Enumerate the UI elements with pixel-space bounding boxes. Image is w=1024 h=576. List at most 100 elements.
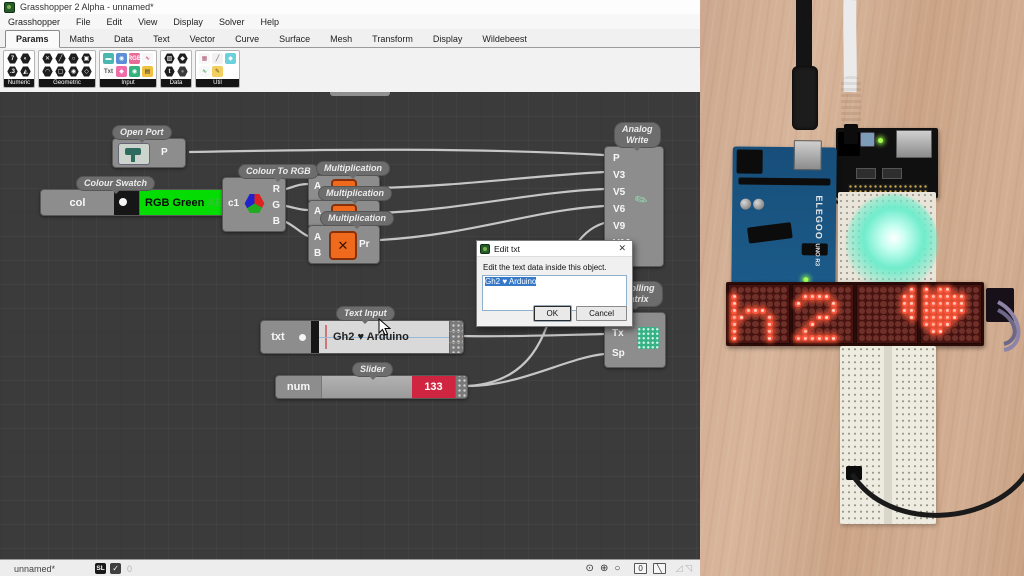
gradient-input-icon[interactable]: ▤ — [142, 66, 153, 77]
c1-input[interactable]: c1 — [228, 198, 240, 209]
vector-param-icon[interactable]: ╱ — [55, 53, 66, 64]
text-input-node[interactable]: txt Gh2 ♥ Arduino — [260, 320, 464, 354]
mult2-input-a[interactable]: A — [314, 206, 322, 217]
mesh-param-icon[interactable]: ◇ — [81, 66, 92, 77]
slider-input-icon[interactable]: ▬ — [103, 53, 114, 64]
number-param-icon[interactable]: ◐ — [20, 53, 31, 64]
tx-input[interactable]: Tx — [612, 328, 624, 339]
knob-input-icon[interactable]: ◉ — [129, 66, 140, 77]
tab-data[interactable]: Data — [114, 34, 134, 44]
window-title: Grasshopper 2 Alpha - unnamed* — [20, 2, 154, 12]
tab-vector[interactable]: Vector — [189, 34, 216, 44]
dialog-title-bar[interactable]: Edit txt ✕ — [477, 241, 632, 257]
tab-mesh[interactable]: Mesh — [330, 34, 353, 44]
b-output[interactable]: B — [272, 216, 280, 227]
menu-help[interactable]: Help — [260, 16, 279, 27]
colour-swatch-icon[interactable]: RGB — [128, 53, 141, 64]
preview-wire-icon[interactable]: ⊕ — [599, 562, 609, 574]
analog-port-v9[interactable]: V9 — [613, 221, 626, 232]
tab-surface[interactable]: Surface — [279, 34, 311, 44]
menu-view[interactable]: View — [138, 16, 158, 27]
preview-shaded-icon[interactable]: ○ — [614, 562, 621, 574]
wing-data-icon[interactable]: ◆ — [177, 53, 188, 64]
pencil-icon: ✎ — [631, 189, 652, 211]
circle-param-icon[interactable]: ○ — [68, 53, 79, 64]
led-matrix-module-3 — [856, 284, 918, 344]
tab-transform[interactable]: Transform — [372, 34, 413, 44]
sp-input[interactable]: Sp — [612, 348, 625, 359]
box-param-icon[interactable]: ▢ — [55, 66, 66, 77]
pen-util-icon[interactable]: ╱ — [212, 53, 223, 64]
menu-solver[interactable]: Solver — [218, 16, 245, 27]
slider-grip[interactable] — [455, 376, 467, 398]
hatch-data-icon[interactable]: ▨ — [164, 53, 175, 64]
preview-eye-icon[interactable]: ⊙ — [585, 562, 594, 574]
open-port-node[interactable]: P — [112, 138, 186, 168]
solver-badge[interactable]: SL — [95, 563, 107, 574]
multiplication-node-3[interactable]: A B ✕ Pr — [308, 225, 380, 264]
curve-param-icon[interactable]: ◠ — [42, 66, 53, 77]
mult3-input-b[interactable]: B — [314, 248, 322, 259]
solver-enabled-checkbox[interactable]: ✓ — [110, 563, 122, 574]
gem-input-icon[interactable]: ◆ — [116, 66, 127, 77]
num-param-name[interactable]: num — [286, 381, 311, 393]
mult3-input-a[interactable]: A — [314, 232, 322, 243]
angle-param-icon[interactable]: ◭ — [20, 66, 31, 77]
open-port-label: Open Port — [112, 125, 172, 143]
draw-mode-icon[interactable]: ╲ — [652, 563, 666, 574]
canvas-panel-handle[interactable] — [330, 92, 390, 96]
ok-button[interactable]: OK — [533, 306, 572, 321]
g-output[interactable]: G — [272, 200, 280, 211]
r-output[interactable]: R — [272, 184, 280, 195]
open-port-output[interactable]: P — [161, 147, 168, 158]
node-canvas[interactable]: Open Port P Colour Swatch col RGB Green … — [0, 92, 700, 559]
colour-gem-icon — [244, 194, 265, 213]
rectangle-param-icon[interactable]: ▣ — [81, 53, 92, 64]
graph-util-icon[interactable]: ∿ — [199, 66, 210, 77]
menu-display[interactable]: Display — [173, 16, 203, 27]
tab-curve[interactable]: Curve — [235, 34, 260, 44]
dialog-app-icon — [480, 243, 490, 254]
menu-grasshopper[interactable]: Grasshopper — [8, 16, 61, 27]
cluster-data-icon[interactable]: ● — [177, 66, 188, 77]
component-tab-bar: Params Maths Data Text Vector Curve Surface Mes… — [0, 29, 700, 48]
button-input-icon[interactable]: ◉ — [116, 53, 127, 64]
shield-power-led — [878, 138, 883, 143]
tab-wildebeest[interactable]: Wildebeest — [482, 34, 527, 44]
swatch-preview-box[interactable] — [114, 190, 139, 215]
slider-value[interactable]: 133 — [412, 376, 455, 398]
analog-port-v5[interactable]: V5 — [613, 187, 626, 198]
colour-to-rgb-node[interactable]: c1 R G B — [222, 177, 286, 232]
txt-param-name[interactable]: txt — [271, 331, 285, 343]
slider-node[interactable]: num 133 — [275, 375, 468, 399]
mult3-output-pr[interactable]: Pr — [359, 239, 370, 250]
analog-port-v6[interactable]: V6 — [613, 204, 626, 215]
zoom-level-badge[interactable]: 0 — [634, 563, 647, 574]
mult1-input-a[interactable]: A — [314, 181, 322, 192]
decimal-param-icon[interactable]: .3 — [7, 66, 18, 77]
menu-edit[interactable]: Edit — [106, 16, 123, 27]
analog-port-v3[interactable]: V3 — [613, 170, 626, 181]
dialog-close-icon[interactable]: ✕ — [618, 243, 626, 253]
txt-grips[interactable] — [449, 321, 463, 353]
cancel-button[interactable]: Cancel — [576, 306, 627, 321]
tab-params[interactable]: Params — [5, 30, 60, 48]
slider-track[interactable] — [321, 376, 412, 398]
integer-param-icon[interactable]: 7 — [7, 53, 18, 64]
tab-text[interactable]: Text — [153, 34, 170, 44]
note-util-icon[interactable]: ✎ — [212, 66, 223, 77]
jewel-util-icon[interactable]: ◆ — [225, 53, 236, 64]
text-input-icon[interactable]: Txt — [103, 66, 114, 77]
graph-mapper-icon[interactable]: ∿ — [142, 53, 153, 64]
tab-maths[interactable]: Maths — [69, 34, 95, 44]
analog-port-p[interactable]: P — [613, 153, 620, 164]
menu-file[interactable]: File — [76, 16, 91, 27]
rgb-led-glow — [846, 194, 938, 292]
wire-port-to-analog — [188, 148, 606, 157]
point-param-icon[interactable]: ✕ — [42, 53, 53, 64]
type-data-icon[interactable]: t — [164, 66, 175, 77]
surface-param-icon[interactable]: ◉ — [68, 66, 79, 77]
tab-display[interactable]: Display — [432, 34, 463, 44]
sketch-util-icon[interactable]: ▦ — [199, 53, 210, 64]
swatch-param-name[interactable]: col — [69, 196, 86, 209]
